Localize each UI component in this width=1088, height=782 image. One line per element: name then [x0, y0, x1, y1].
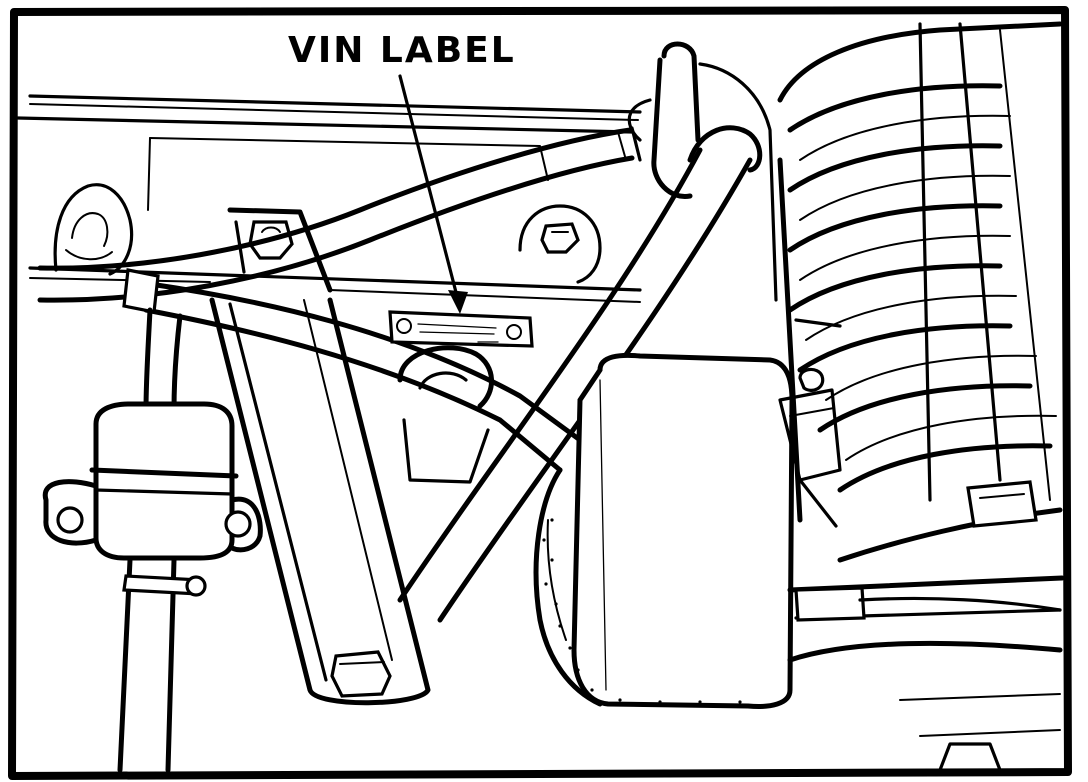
air-duct [777, 21, 1063, 563]
firewall-bolt [518, 204, 602, 284]
duct-clip [966, 480, 1038, 528]
vertical-hose [143, 307, 183, 413]
diagonal-strut [209, 297, 431, 706]
vin-plate [388, 310, 534, 348]
rubber-boot [627, 41, 778, 302]
left-mount-boss [53, 183, 134, 276]
vacuum-hose [122, 268, 583, 473]
figure-frame [8, 6, 1072, 780]
strut-mount [397, 345, 494, 484]
hose-clamp-right [778, 318, 842, 528]
lower-housing [787, 575, 1065, 772]
canister-shading [542, 498, 742, 704]
firewall-ledge [16, 94, 642, 303]
vacuum-canister [533, 352, 795, 709]
fuel-filter [42, 401, 263, 561]
filter-outlet-hose [117, 557, 207, 773]
vin-label-callout: VIN LABEL [288, 30, 516, 71]
callout-leader [398, 74, 468, 314]
